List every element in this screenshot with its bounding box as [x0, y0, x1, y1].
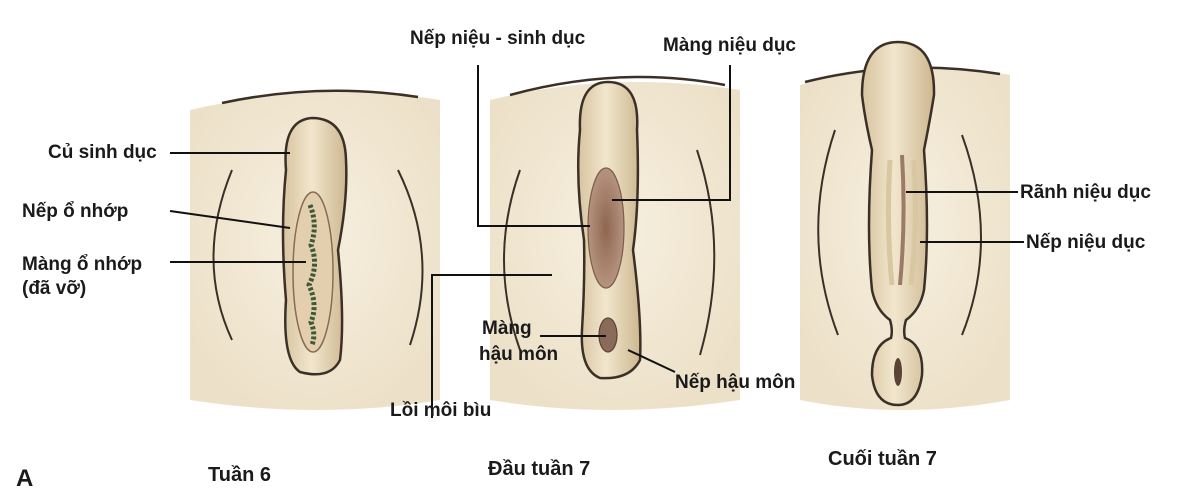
label-cloacal-membrane-line1: Màng ổ nhớp	[22, 254, 143, 275]
urethral-fold-right	[908, 159, 918, 286]
cloacal-fold-shape	[292, 191, 334, 353]
label-labioscrotal-swelling: Lồi môi bìu	[390, 400, 492, 421]
anal-opening-shape	[894, 358, 902, 386]
labioscrotal-curve-left	[212, 169, 233, 341]
cloacal-membrane-shape	[306, 204, 317, 346]
caption-week6: Tuần 6	[208, 464, 271, 486]
leader-urogenital-membrane	[612, 65, 731, 201]
label-anal-fold: Nếp hậu môn	[675, 372, 796, 393]
leader-lines	[169, 65, 1024, 418]
caption-early-week7: Đầu tuần 7	[488, 458, 591, 480]
leader-labioscrotal-swelling	[431, 274, 552, 418]
leader-anal-fold	[627, 349, 676, 373]
label-cloacal-fold: Nếp ổ nhớp	[22, 201, 129, 222]
panel-letter: A	[16, 465, 34, 492]
labioscrotal-curve-left	[503, 169, 521, 351]
urogenital-membrane-shape	[587, 167, 625, 289]
urethral-fold-left	[885, 159, 895, 286]
label-genital-tubercle: Củ sinh dục	[48, 142, 157, 163]
stage-week6-drawing	[190, 89, 440, 410]
urethral-groove-shape	[898, 154, 906, 286]
body-contour	[509, 75, 726, 97]
labioscrotal-curve-right	[961, 134, 982, 336]
phallus-shape	[860, 40, 936, 407]
stage-late-week7-drawing	[800, 40, 1010, 410]
label-urethral-groove: Rãnh niệu dục	[1020, 182, 1151, 203]
stage-early-week7-drawing	[490, 75, 740, 410]
labioscrotal-curve-left	[817, 129, 839, 336]
leader-cloacal-fold	[169, 210, 291, 229]
label-urethral-fold: Nếp niệu dục	[1026, 232, 1146, 253]
label-urogenital-fold: Nếp niệu - sinh dục	[410, 28, 586, 49]
label-urogenital-membrane: Màng niệu dục	[663, 35, 796, 56]
label-anal-membrane-line1: Màng	[482, 318, 532, 339]
caption-late-week7: Cuối tuần 7	[828, 448, 937, 470]
label-cloacal-membrane-line2: (đã vỡ)	[22, 278, 87, 299]
leader-urogenital-fold	[477, 65, 590, 227]
labioscrotal-curve-right	[696, 149, 716, 356]
label-anal-membrane-line2: hậu môn	[479, 344, 559, 365]
labioscrotal-curve-right	[397, 169, 424, 346]
body-contour	[221, 89, 419, 105]
